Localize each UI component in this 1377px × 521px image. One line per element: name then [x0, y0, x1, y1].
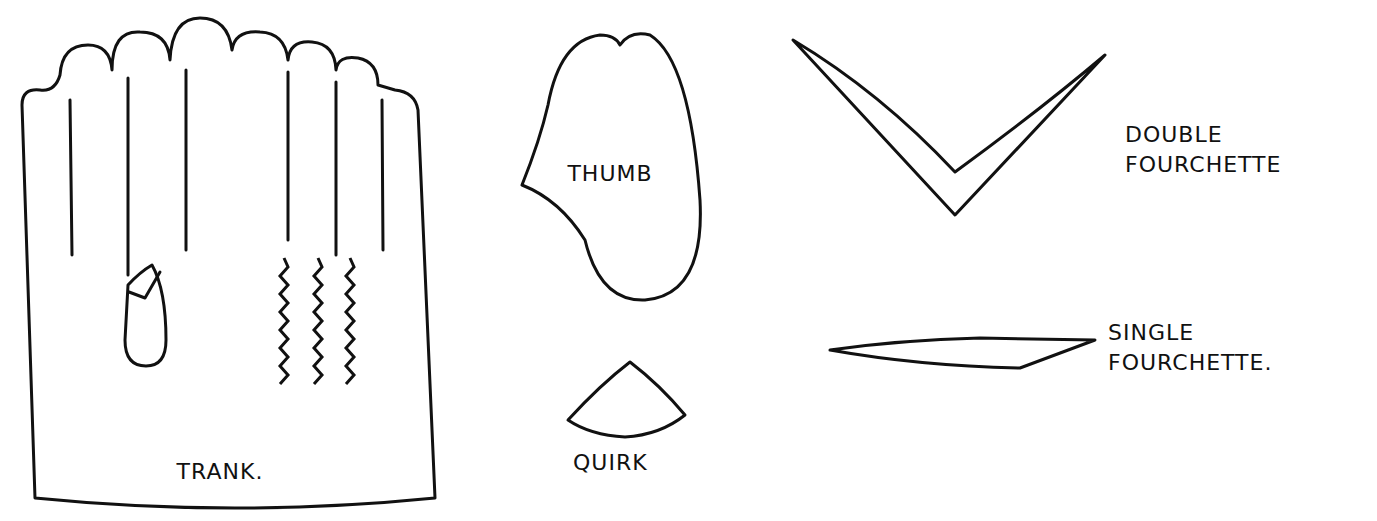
outline-stroke — [70, 100, 72, 255]
piece-outline — [15, 10, 445, 515]
outline-stroke — [125, 265, 166, 366]
outline-stroke — [22, 18, 435, 508]
outline-stroke — [185, 70, 188, 250]
trank-piece: TRANK. — [15, 10, 445, 515]
outline-stroke — [382, 100, 383, 250]
part-name: SINGLE FOURCHETTE. — [1108, 318, 1273, 377]
points-stitching — [314, 258, 322, 384]
double-fourchette-piece — [793, 40, 1105, 215]
part-name: DOUBLE FOURCHETTE — [1125, 120, 1275, 179]
points-stitching — [280, 258, 288, 384]
points-stitching — [346, 258, 354, 384]
quirk-piece — [568, 362, 685, 437]
outline-stroke — [127, 78, 130, 275]
text-holder: TRANK. — [135, 458, 305, 486]
outline-stroke — [287, 72, 290, 240]
outline-stroke — [335, 82, 338, 255]
piece-name: TRANK. — [177, 458, 264, 486]
piece-name: THUMB — [567, 160, 652, 188]
single-fourchette-piece — [830, 338, 1095, 368]
part-name: QUIRK — [573, 448, 683, 478]
text-holder: THUMB — [540, 160, 680, 188]
thumb-piece: THUMB — [510, 25, 710, 310]
outline-stroke — [522, 34, 700, 300]
outline-stroke — [129, 272, 160, 298]
